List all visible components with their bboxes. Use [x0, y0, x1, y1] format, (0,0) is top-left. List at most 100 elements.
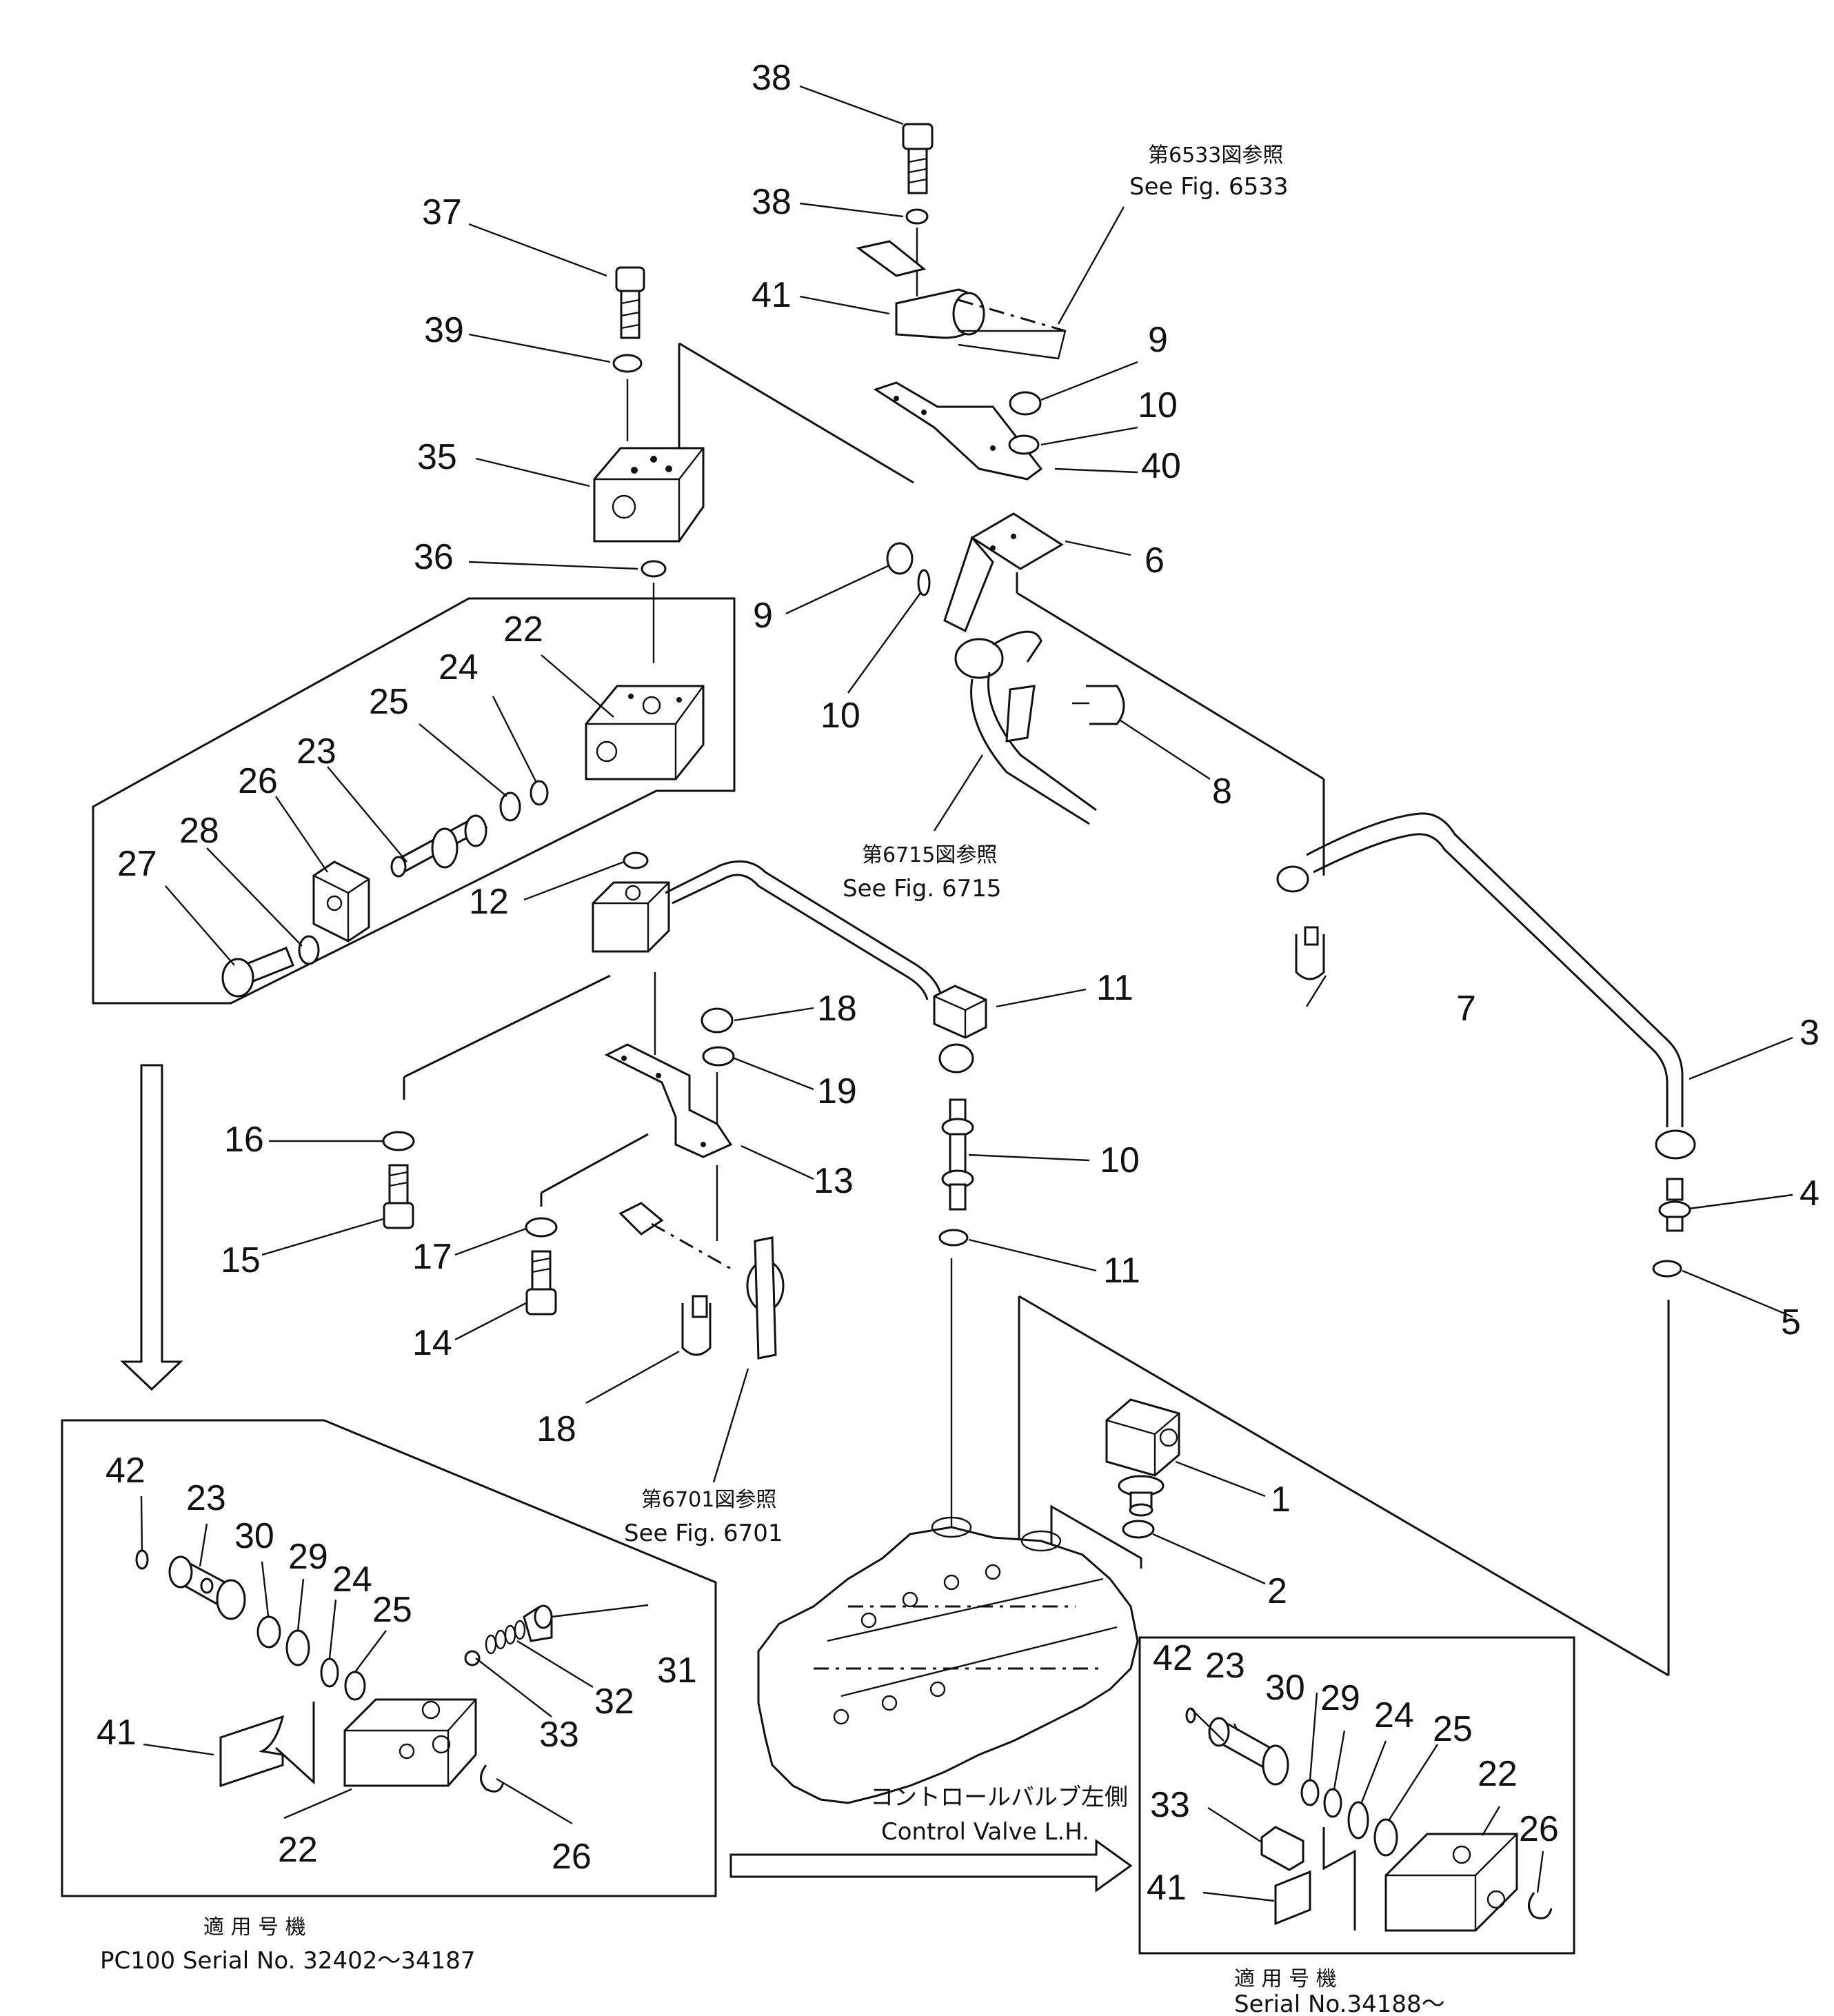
spacer-33-lower-right-icon [1260, 1826, 1304, 1871]
lower-right-panel-outline [1138, 1636, 1575, 1955]
washer-21-icon [702, 1046, 735, 1067]
washer-25-lower-left-icon [344, 1671, 366, 1701]
callout-29-lower-right: 29 [1320, 1678, 1360, 1718]
bolt-17-icon [383, 1164, 414, 1229]
pipe-11-icon [665, 860, 943, 997]
callout-30-lower-left: 30 [234, 1516, 274, 1556]
leader-line [541, 1133, 649, 1194]
down-arrow [120, 1064, 183, 1391]
dashdot-line-6533 [958, 299, 1066, 332]
bolt-27-icon [221, 947, 294, 998]
plug-23-upper-icon [390, 814, 488, 878]
callout-30-lower-right: 30 [1265, 1668, 1305, 1708]
callout-25-upper: 25 [369, 682, 409, 722]
callout-10-middle: 10 [820, 696, 860, 736]
clamp-40-icon [856, 240, 985, 339]
ref-6701-jp: 第6701図参照 [641, 1488, 776, 1512]
callout-15: 13 [814, 1161, 854, 1201]
callout-1: 1 [1271, 1480, 1291, 1520]
callout-31: 31 [657, 1651, 697, 1691]
callout-7: 7 [1456, 989, 1476, 1029]
washer-10-middle-icon [917, 569, 931, 596]
nut-9-top-icon [1009, 391, 1042, 416]
fitting-4-icon [1658, 1178, 1691, 1232]
oring-24-lower-right-icon [1347, 1801, 1369, 1839]
callout-35: 36 [414, 537, 454, 577]
control-valve-label-en: Control Valve L.H. [881, 1818, 1089, 1846]
callout-42-lower-right: 42 [1153, 1638, 1193, 1678]
ball-33-lower-left-icon [464, 1650, 481, 1666]
oring-24-upper-icon [530, 780, 549, 806]
pipe-3-icon [1276, 812, 1696, 1160]
callout-2: 2 [1267, 1571, 1287, 1611]
callout-18-right: 17 [412, 1237, 452, 1277]
callout-leaders [140, 85, 1793, 1902]
oring-42-lower-left-icon [135, 1549, 149, 1570]
callout-16: 14 [412, 1323, 452, 1363]
lower-left-panel-outline [61, 1419, 717, 1897]
block-22-lower-right-icon [1384, 1833, 1518, 1932]
oring-5-icon [1652, 1260, 1682, 1278]
callout-17: 15 [221, 1240, 261, 1280]
callout-40: 41 [752, 275, 792, 315]
callout-9-top: 9 [1148, 320, 1168, 360]
ref-6701-en: See Fig. 6701 [624, 1520, 783, 1547]
block-34-icon [593, 447, 705, 543]
ref-6715-en: See Fig. 6715 [843, 875, 1001, 903]
callout-11: 11 [1096, 968, 1133, 1008]
spring-32-icon [485, 1620, 526, 1655]
oring-29-lower-right-icon [1323, 1788, 1342, 1818]
snap-ring-26-lower-right-icon [1528, 1892, 1553, 1919]
callout-41-lower-right: 41 [1147, 1868, 1187, 1908]
callout-28: 28 [179, 811, 219, 851]
bolt-16-icon [525, 1250, 557, 1316]
hose-clip-7-icon [1295, 926, 1325, 980]
callout-39: 40 [1141, 446, 1181, 486]
callout-37: 38 [752, 58, 792, 98]
washer-18-right-icon [525, 1217, 558, 1238]
callout-41-lower-left: 41 [97, 1713, 137, 1753]
callout-8: 8 [1212, 772, 1232, 812]
ref-6533-jp: 第6533図参照 [1148, 143, 1283, 168]
callout-22-lower-right: 22 [1478, 1754, 1518, 1794]
serial-new-label-en: Serial No.34188～ [1234, 1990, 1445, 2016]
callout-32: 32 [594, 1682, 634, 1722]
fitting-12-icon [941, 1098, 974, 1211]
callout-10-top: 10 [1138, 385, 1178, 425]
callout-27: 27 [117, 844, 157, 884]
callout-23-lower-left: 23 [186, 1478, 226, 1518]
callout-22-upper: 22 [503, 609, 543, 649]
callout-34: 35 [417, 437, 457, 477]
connector-6715-icon [954, 630, 1097, 825]
callout-21: 19 [817, 1071, 857, 1111]
callout-23-lower-right: 23 [1205, 1646, 1245, 1686]
serial-old-label-jp: 適 用 号 機 [203, 1915, 306, 1939]
plate-41-lower-left-icon [219, 1715, 285, 1788]
leader-line [678, 342, 914, 484]
callout-33-lower-left: 33 [539, 1715, 579, 1755]
oring-29-lower-left-icon [285, 1629, 310, 1666]
block-11-left-icon [592, 881, 670, 953]
oring-35-icon [641, 560, 667, 578]
oring-2-icon [1122, 1520, 1155, 1539]
leader-line [1016, 592, 1324, 780]
serial-old-label-en: PC100 Serial No. 32402～34187 [100, 1947, 476, 1975]
leader-line [1050, 1504, 1142, 1569]
callout-numbers: 38 38 41 9 10 40 37 39 35 36 6 9 10 8 22… [97, 58, 1820, 1908]
plate-26-upper-icon [312, 860, 370, 943]
bracket-6-icon [943, 512, 1064, 633]
callout-26-upper: 26 [238, 761, 278, 801]
control-valve-label-jp: コントロールバルブ左側 [870, 1784, 1128, 1811]
callout-38-top: 38 [752, 182, 792, 222]
washer-38-left-icon [612, 354, 643, 373]
nut-20-icon [701, 1007, 734, 1034]
oring-24-lower-left-icon [320, 1657, 339, 1688]
washer-30-lower-left-icon [256, 1615, 281, 1649]
upper-left-panel-outline [92, 597, 736, 1005]
callout-29-lower-left: 29 [288, 1537, 328, 1577]
elbow-11-icon [933, 985, 987, 1073]
callout-9-middle: 9 [753, 596, 773, 636]
leader-line [403, 974, 611, 1078]
plate-39-icon [873, 381, 1043, 481]
plug-23-lower-right-icon [1208, 1717, 1289, 1786]
